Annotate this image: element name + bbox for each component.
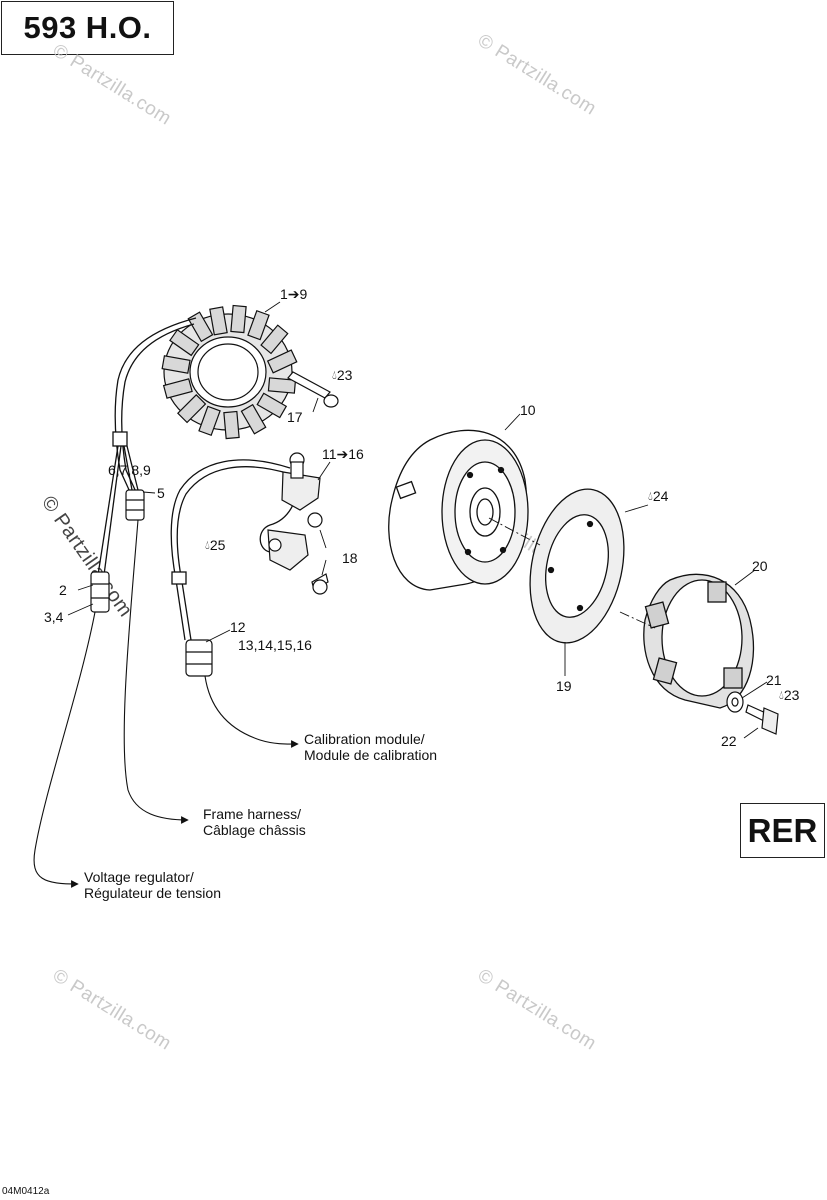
callout-11-16: 11➔16 — [322, 446, 364, 462]
callout-19: 19 — [556, 678, 572, 694]
washer-bolt-drawing — [726, 691, 779, 735]
callout-24: 💧︎24 — [648, 488, 668, 505]
stator-drawing — [161, 304, 298, 440]
callout-2: 2 — [59, 582, 67, 598]
drop-icon: 💧︎ — [779, 688, 784, 702]
region-badge: RER — [740, 803, 825, 858]
model-title-box: 593 H.O. — [1, 1, 174, 55]
drop-icon: 💧︎ — [648, 489, 653, 503]
calibration-note-line1: Calibration module/ — [304, 731, 425, 747]
callout-22: 22 — [721, 733, 737, 749]
drop-icon: 💧︎ — [205, 538, 210, 552]
region-code: RER — [747, 811, 818, 849]
frame-note-line1: Frame harness/ — [203, 806, 302, 822]
callout-23-bottom: 💧︎23 — [779, 687, 799, 704]
voltage-note-line1: Voltage regulator/ — [84, 869, 194, 885]
screw-17-drawing — [287, 371, 339, 408]
model-title: 593 H.O. — [23, 10, 152, 45]
frame-note-line2: Câblage châssis — [203, 822, 306, 838]
trigger-sensor-drawing — [267, 452, 329, 595]
callout-13-16: 13,14,15,16 — [238, 637, 312, 653]
callout-21: 21 — [766, 672, 782, 688]
sensor-harness-drawing — [170, 459, 298, 641]
voltage-note-line2: Régulateur de tension — [84, 885, 221, 901]
callout-18: 18 — [342, 550, 358, 566]
callout-3-4: 3,4 — [44, 609, 64, 625]
callout-23-top: 💧︎23 — [332, 367, 352, 384]
flywheel-drawing — [388, 429, 529, 591]
frame-harness-note: Frame harness/ Câblage châssis — [203, 806, 306, 838]
callout-12: 12 — [230, 619, 246, 635]
connector-12-drawing — [185, 639, 213, 677]
callout-23-top-label: 23 — [336, 367, 353, 383]
callout-25: 💧︎25 — [205, 537, 225, 554]
connector-5-drawing — [125, 489, 145, 521]
callout-10: 10 — [520, 402, 536, 418]
stator-harness-drawing — [97, 317, 197, 576]
leader-lines-drawing — [67, 301, 768, 739]
callout-1-9: 1➔9 — [280, 286, 308, 302]
starter-cup-drawing — [643, 573, 755, 709]
calibration-note-line2: Module de calibration — [304, 747, 438, 763]
callout-23-bottom-label: 23 — [783, 687, 800, 703]
callout-24-label: 24 — [652, 488, 669, 504]
centerline-drawing — [488, 517, 656, 629]
connector-2-drawing — [90, 571, 110, 613]
callout-6-7-8-9: 6,7,8,9 — [108, 462, 151, 478]
calibration-module-note: Calibration module/ Module de calibratio… — [304, 731, 437, 763]
callout-25-label: 25 — [209, 537, 226, 553]
callout-5: 5 — [157, 485, 165, 501]
voltage-regulator-note: Voltage regulator/ Régulateur de tension — [84, 869, 221, 901]
harness-leads-drawing — [33, 519, 299, 888]
callout-20: 20 — [752, 558, 768, 574]
ring-gear-drawing — [529, 488, 625, 644]
callout-17: 17 — [287, 409, 303, 425]
figure-code: 04M0412a — [2, 1186, 50, 1197]
drop-icon: 💧︎ — [332, 368, 337, 382]
